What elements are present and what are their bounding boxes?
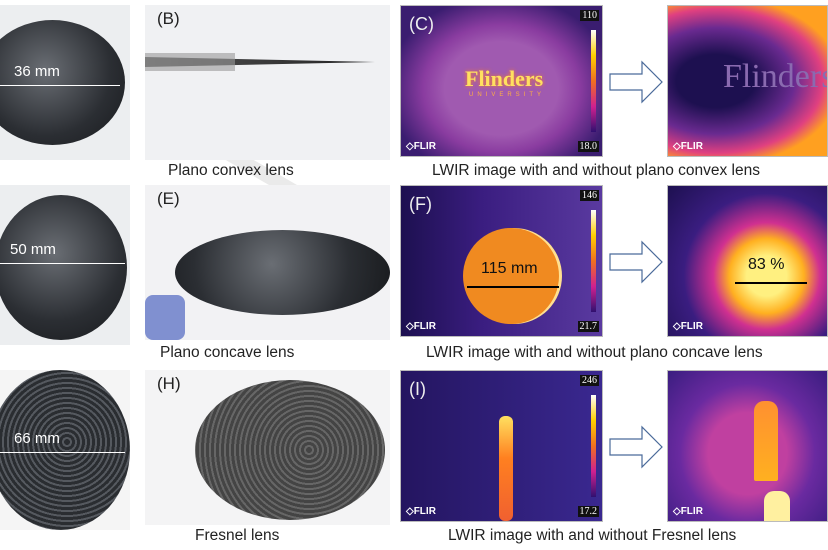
photo-plano-concave: (E) [145, 185, 390, 340]
lens-photo-66mm: 66 mm [0, 370, 130, 530]
ir-image-c-without-lens: Flinders ◇FLIR [667, 5, 828, 157]
ir-image-c-with-lens: Flinders UNIVERSITY (C) 110 18.0 ◇FLIR [400, 5, 603, 157]
temperature-scale [591, 30, 596, 132]
ir-image-f-with-lens: 115 mm (F) 146 21.7 ◇FLIR [400, 185, 603, 337]
flir-logo: ◇FLIR [406, 141, 436, 152]
arrow-right-icon [609, 240, 663, 284]
ir-image-f-without-lens: 83 % ◇FLIR [667, 185, 828, 337]
photo-fresnel: (H) [145, 370, 390, 525]
ir-image-i-with-lens: (I) 246 17.2 ◇FLIR [400, 370, 603, 522]
lens-photo-36mm: 36 mm [0, 5, 130, 160]
arrow-right-icon [609, 425, 663, 469]
arrow-right-icon [609, 60, 663, 104]
lens-photo-50mm: 50 mm [0, 185, 130, 345]
photo-plano-convex: (B) [145, 5, 390, 160]
ir-image-i-without-lens: ◇FLIR [667, 370, 828, 522]
